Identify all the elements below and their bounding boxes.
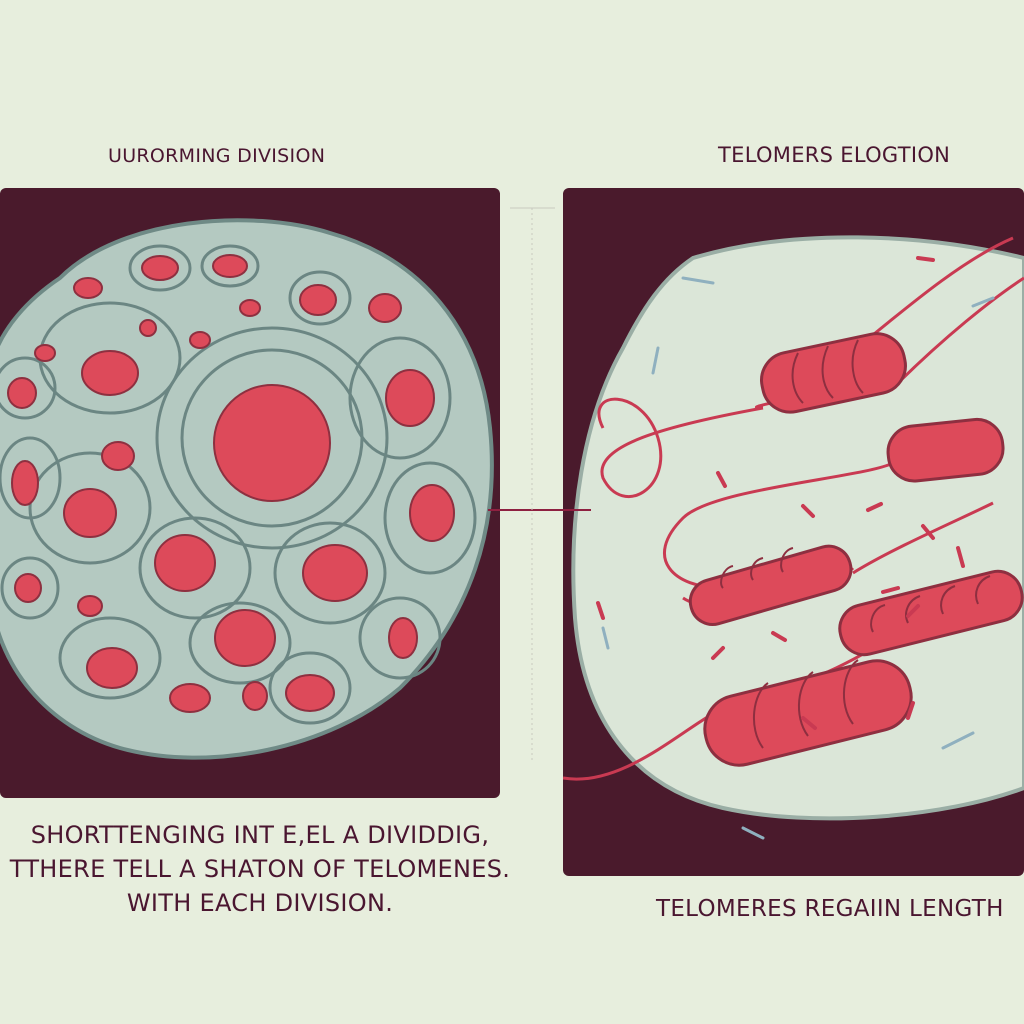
left-caption-line-3: WITH EACH DIVISION. — [126, 889, 394, 917]
chromosome-5 — [703, 659, 913, 767]
left-caption-line-2: TTHERE TELL A SHATON OF TELOMENES. — [9, 855, 511, 883]
right-panel-caption: TELOMERES REGAIIN LENGTH — [656, 896, 1004, 922]
dividing-cell-illustration — [0, 188, 500, 798]
chromatin-blobs — [7, 254, 455, 713]
left-panel-title: UURORMING DIVISION — [108, 145, 326, 167]
telomere-cell-illustration — [563, 188, 1024, 876]
inner-compartments — [0, 244, 477, 725]
left-panel — [0, 188, 500, 798]
left-caption-line-1: SHORTTENGING INT E,EL A DIVIDDIG, — [30, 821, 490, 849]
chromosome-3 — [688, 544, 853, 626]
cytoplasm-particles — [601, 276, 995, 840]
right-panel-title: TELOMERS ELOGTION — [718, 143, 951, 167]
left-panel-caption: SHORTTENGING INT E,EL A DIVIDDIG, TTHERE… — [0, 818, 520, 920]
chromosome-bands — [720, 339, 991, 749]
chromosome-2 — [886, 417, 1005, 483]
central-nucleus — [213, 384, 331, 502]
right-panel — [563, 188, 1024, 876]
cell-membrane-right — [571, 235, 1024, 821]
telomere-fragments — [596, 256, 965, 730]
